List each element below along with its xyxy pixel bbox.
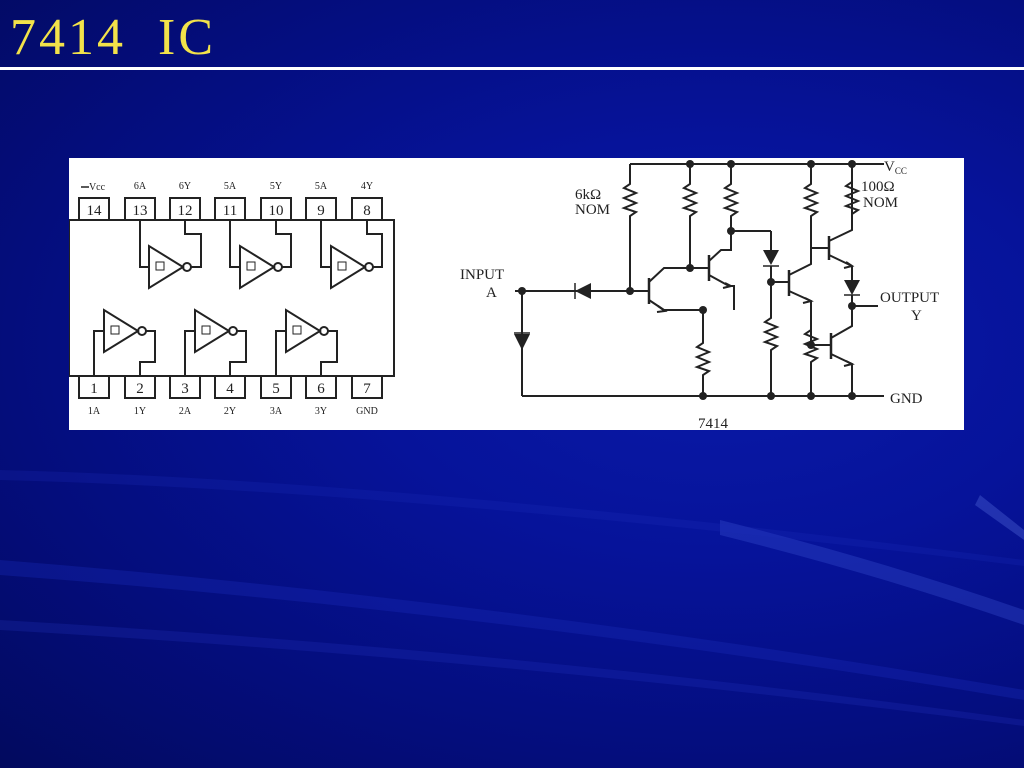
schmitt-inverter-2	[184, 308, 247, 376]
r2-nom: NOM	[863, 195, 898, 211]
pin-label-12: 6Y	[179, 181, 191, 192]
pin-6: 6	[317, 381, 325, 397]
pin-3: 3	[181, 381, 189, 397]
r1-value: 6kΩ	[575, 187, 601, 203]
pin-numbers: 14 13 12 11 10 9 8 1 2 3 4 5 6 7	[87, 203, 372, 397]
ic-pinout-diagram	[69, 186, 395, 399]
title-divider	[0, 67, 1024, 70]
pin-label-11: 5A	[224, 181, 237, 192]
pin-label-9: 5A	[315, 181, 328, 192]
input-pin-label: A	[486, 285, 497, 301]
pin-label-vcc: Vcc	[89, 182, 106, 193]
pin-4: 4	[226, 381, 234, 397]
input-label: INPUT	[460, 267, 504, 283]
schmitt-inverter-6	[139, 220, 202, 290]
figure-svg: 14 13 12 11 10 9 8 1 2 3 4 5 6 7 Vcc 6A …	[69, 159, 939, 430]
schmitt-inverter-1	[93, 308, 156, 376]
pin-labels: Vcc 6A 6Y 5A 5Y 5A 4Y 1A 1Y 2A 2Y 3A 3Y …	[88, 181, 378, 417]
pin-2: 2	[136, 381, 144, 397]
pin-1: 1	[90, 381, 98, 397]
r2-value: 100Ω	[861, 179, 895, 195]
schmitt-inverter-4	[320, 220, 383, 290]
pin-13: 13	[133, 203, 148, 219]
pin-label-2: 1Y	[134, 406, 146, 417]
vcc-label: VCC	[884, 159, 907, 176]
r1-nom: NOM	[575, 202, 610, 218]
pin-10: 10	[269, 203, 284, 219]
pin-label-6: 3Y	[315, 406, 327, 417]
junction-dots	[518, 160, 856, 400]
pin-label-3: 2A	[179, 406, 192, 417]
pin-label-4: 2Y	[224, 406, 236, 417]
pin-9: 9	[317, 203, 325, 219]
schmitt-inverter-5	[229, 220, 292, 290]
ic-figure: 14 13 12 11 10 9 8 1 2 3 4 5 6 7 Vcc 6A …	[69, 158, 964, 430]
pin-5: 5	[272, 381, 280, 397]
schmitt-inverter-3	[275, 308, 338, 376]
ic-package-body	[69, 219, 395, 377]
pin-label-7: GND	[356, 406, 378, 417]
schematic-labels: VCC 6kΩ NOM 100Ω NOM INPUT A OUTPUT Y GN…	[460, 159, 939, 430]
pin-label-5: 3A	[270, 406, 283, 417]
output-pin-label: Y	[911, 308, 922, 324]
pin-7: 7	[363, 381, 371, 397]
schematic-caption: 7414	[698, 416, 729, 430]
pin-8: 8	[363, 203, 371, 219]
pin-label-13: 6A	[134, 181, 147, 192]
pin-12: 12	[178, 203, 193, 219]
pin-label-8: 4Y	[361, 181, 373, 192]
pin-14: 14	[87, 203, 103, 219]
pin-11: 11	[223, 203, 237, 219]
pin-label-10: 5Y	[270, 181, 282, 192]
slide-title: 7414 IC	[10, 9, 216, 66]
output-label: OUTPUT	[880, 290, 939, 306]
pin-label-1: 1A	[88, 406, 101, 417]
schematic-diagram	[514, 163, 884, 397]
gnd-label: GND	[890, 391, 923, 407]
